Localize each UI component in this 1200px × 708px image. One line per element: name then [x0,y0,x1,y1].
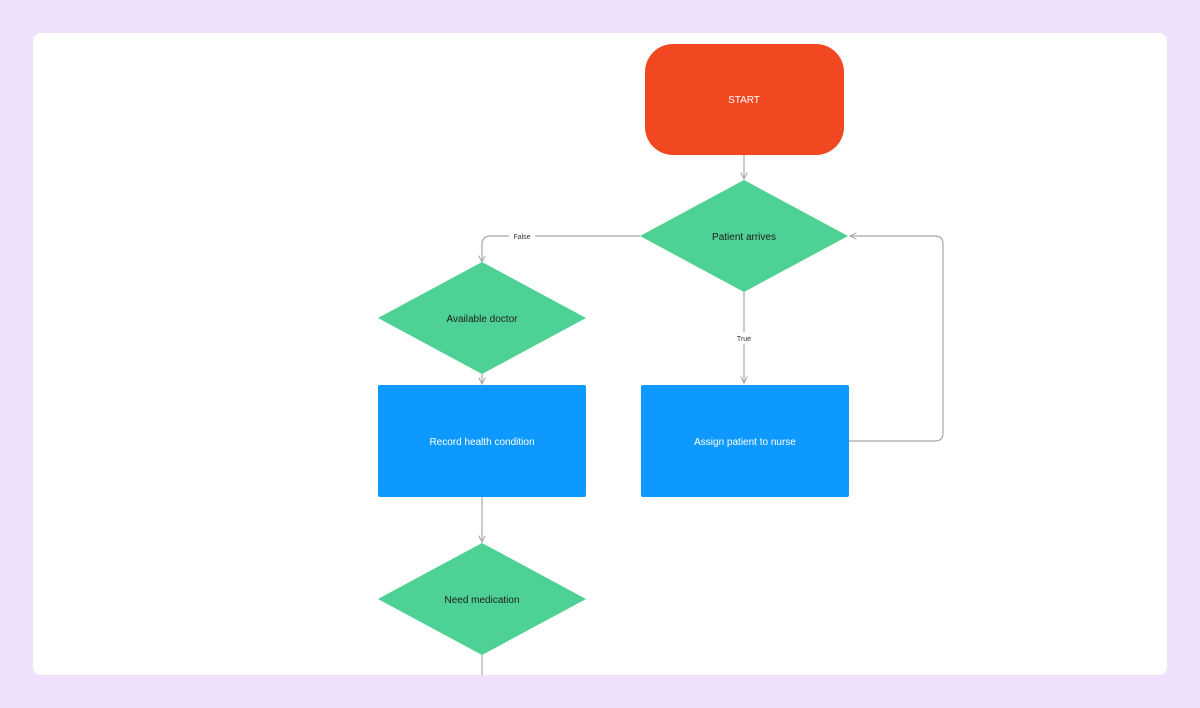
edge-label-true: True [732,332,756,344]
process-record-health-condition[interactable]: Record health condition [378,385,586,497]
decision-available-doctor-label: Available doctor [447,314,519,325]
edge-label-false: False [509,230,535,242]
decision-need-medication[interactable]: Need medication [378,543,586,655]
connector-nurse-loop-back [849,236,944,442]
flowchart-diagram: False True START Patient arrives Availab… [378,44,944,675]
start-node-label: START [728,95,760,106]
process-assign-patient-to-nurse-label: Assign patient to nurse [694,437,796,448]
connector-patient-arrives-false [482,235,640,262]
svg-text:True: True [737,336,751,343]
process-assign-patient-to-nurse[interactable]: Assign patient to nurse [641,385,849,497]
decision-available-doctor[interactable]: Available doctor [378,262,586,374]
decision-patient-arrives[interactable]: Patient arrives [640,180,848,292]
process-record-health-condition-label: Record health condition [429,437,534,448]
start-node[interactable]: START [645,44,844,155]
flowchart-canvas: False True START Patient arrives Availab… [33,33,1167,675]
svg-text:False: False [513,234,530,241]
decision-need-medication-label: Need medication [444,595,519,606]
decision-patient-arrives-label: Patient arrives [712,232,776,243]
